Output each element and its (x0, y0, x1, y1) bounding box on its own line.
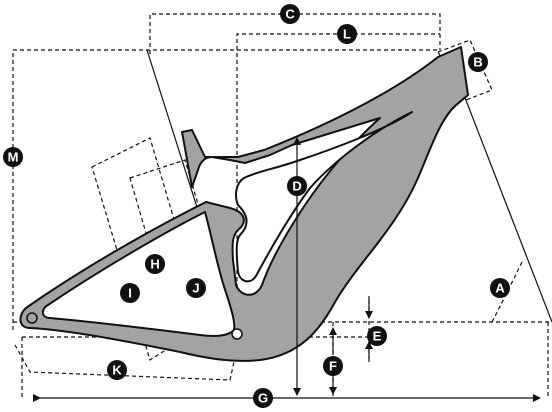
label-e-badge: E (367, 326, 387, 346)
label-i: I (128, 286, 132, 301)
label-e: E (373, 329, 382, 344)
bottom-bracket (231, 328, 243, 340)
label-i-badge: I (120, 283, 140, 303)
label-f-badge: F (323, 356, 343, 376)
rear-dropout (26, 312, 38, 324)
label-f: F (329, 359, 337, 374)
label-c-badge: C (280, 4, 300, 24)
label-j-badge: J (186, 278, 206, 298)
bike-frame (19, 46, 469, 362)
label-d: D (292, 179, 301, 194)
label-k: K (112, 363, 122, 378)
label-a-badge: A (490, 278, 510, 298)
label-g: G (258, 391, 268, 406)
main-triangle-opening (235, 111, 413, 283)
rear-triangle-opening (42, 211, 236, 337)
head-angle-line (461, 89, 552, 323)
label-a: A (495, 281, 505, 296)
label-d-badge: D (287, 176, 307, 196)
label-l: L (343, 27, 351, 42)
label-m-badge: M (3, 147, 23, 167)
label-h: H (150, 257, 159, 272)
label-h-badge: H (145, 254, 165, 274)
label-g-badge: G (253, 388, 273, 408)
label-m: M (8, 150, 19, 165)
label-l-badge: L (337, 24, 357, 44)
label-b-badge: B (468, 52, 488, 72)
label-c: C (285, 7, 295, 22)
dimension-m-line (12, 49, 440, 330)
label-j: J (192, 281, 199, 296)
label-b: B (473, 55, 482, 70)
label-k-badge: K (107, 360, 127, 380)
